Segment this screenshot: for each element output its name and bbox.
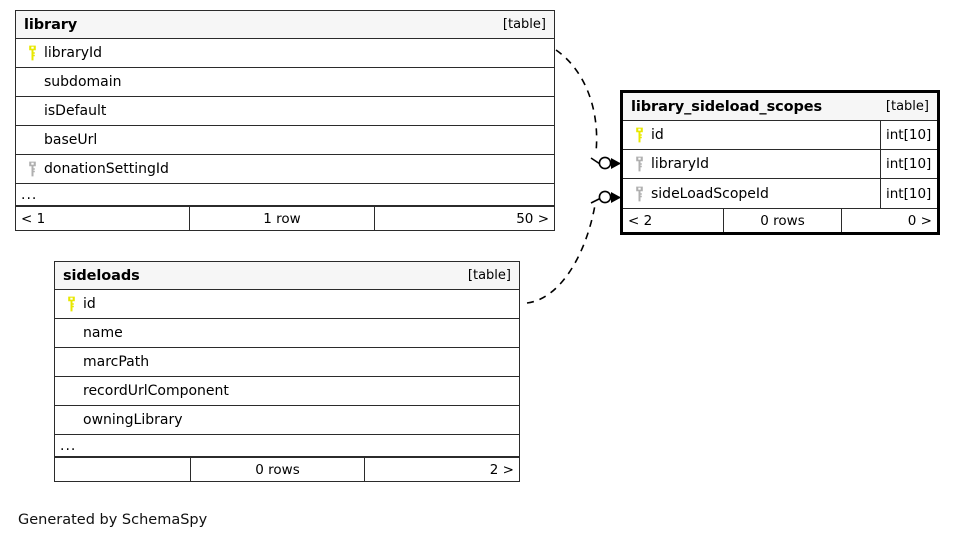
column-name-cell: name: [55, 319, 519, 347]
generated-by-caption: Generated by SchemaSpy: [18, 512, 208, 528]
footer-children-count[interactable]: 2 >: [364, 458, 519, 481]
footer-parents-count[interactable]: < 1: [21, 210, 46, 227]
table-row[interactable]: libraryId: [16, 39, 554, 68]
column-name: subdomain: [44, 74, 122, 90]
table-row[interactable]: id: [55, 290, 519, 319]
column-type: int[10]: [880, 179, 937, 208]
foreign-key-icon: [630, 185, 649, 203]
table-row[interactable]: donationSettingId: [16, 155, 554, 184]
column-name: id: [651, 127, 664, 143]
no-key-icon: [62, 411, 81, 429]
column-name-cell: id: [623, 121, 880, 149]
table-row[interactable]: name: [55, 319, 519, 348]
table-header-library_sideload_scopes: library_sideload_scopes [table]: [623, 93, 937, 121]
column-name: libraryId: [44, 45, 103, 61]
edge-path: [555, 49, 598, 153]
no-key-icon: [23, 131, 42, 149]
no-key-icon: [23, 102, 42, 120]
column-name-cell: sideLoadScopeId: [623, 179, 880, 208]
table-header-sideloads: sideloads [table]: [55, 262, 519, 290]
column-list: id name marcPath recordUrlComponent: [55, 290, 519, 457]
footer-row-count: 0 rows: [723, 209, 841, 232]
zero-or-one-circle-icon: [598, 156, 612, 170]
no-key-icon: [62, 353, 81, 371]
footer-children-count[interactable]: 0 >: [841, 209, 937, 232]
relationship-library-to-library_sideload_scopes: [555, 49, 624, 170]
edge-stub: [590, 197, 601, 204]
column-name-cell: libraryId: [623, 150, 880, 178]
table-row[interactable]: owningLibrary: [55, 406, 519, 435]
table-footer-sideloads: 0 rows 2 >: [55, 457, 519, 481]
column-type: int[10]: [880, 121, 937, 149]
column-name: sideLoadScopeId: [651, 185, 769, 202]
primary-key-icon: [62, 295, 81, 313]
footer-row-count: 0 rows: [190, 458, 364, 481]
column-name-cell: baseUrl: [16, 126, 554, 154]
primary-key-icon: [23, 44, 42, 62]
column-name-cell: subdomain: [16, 68, 554, 96]
foreign-key-icon: [23, 160, 42, 178]
zero-or-one-circle-icon: [598, 190, 612, 204]
table-node-library_sideload_scopes[interactable]: library_sideload_scopes [table] id int[1…: [620, 90, 940, 235]
edge-stub: [590, 157, 601, 165]
table-title: sideloads: [63, 267, 140, 284]
table-row[interactable]: marcPath: [55, 348, 519, 377]
column-name-cell: libraryId: [16, 39, 554, 67]
footer-row-count: 1 row: [189, 207, 374, 230]
no-key-icon: [62, 324, 81, 342]
column-name-cell: id: [55, 290, 519, 318]
column-name: owningLibrary: [83, 412, 183, 428]
column-name-cell: isDefault: [16, 97, 554, 125]
column-name: isDefault: [44, 103, 107, 119]
column-name: name: [83, 325, 123, 341]
column-list: id int[10] libraryId int[10]: [623, 121, 937, 208]
table-row[interactable]: isDefault: [16, 97, 554, 126]
column-name: recordUrlComponent: [83, 383, 229, 399]
table-title: library: [24, 16, 78, 33]
column-name-cell: marcPath: [55, 348, 519, 376]
table-kind-label: [table]: [467, 268, 511, 283]
column-name: libraryId: [651, 156, 710, 172]
foreign-key-icon: [630, 155, 649, 173]
column-name: marcPath: [83, 354, 150, 370]
table-kind-label: [table]: [885, 99, 929, 114]
table-kind-label: [table]: [502, 17, 546, 32]
table-row[interactable]: baseUrl: [16, 126, 554, 155]
table-title: library_sideload_scopes: [631, 98, 823, 115]
column-name: id: [83, 296, 96, 312]
primary-key-icon: [630, 126, 649, 144]
no-key-icon: [62, 382, 81, 400]
footer-parents-count[interactable]: < 2: [628, 212, 653, 229]
column-list: libraryId subdomain isDefault baseUrl: [16, 39, 554, 206]
more-columns-indicator: ...: [16, 184, 554, 206]
column-name: donationSettingId: [44, 161, 169, 177]
column-type: int[10]: [880, 150, 937, 178]
footer-parents-count[interactable]: [55, 458, 190, 481]
column-name: baseUrl: [44, 132, 98, 148]
table-row[interactable]: id int[10]: [623, 121, 937, 150]
column-name-cell: donationSettingId: [16, 155, 554, 183]
more-columns-indicator: ...: [55, 435, 519, 457]
table-footer-library: < 1 1 row 50 >: [16, 206, 554, 230]
table-node-library[interactable]: library [table] libraryId: [15, 10, 555, 231]
table-row[interactable]: sideLoadScopeId int[10]: [623, 179, 937, 208]
column-name-cell: owningLibrary: [55, 406, 519, 434]
table-node-sideloads[interactable]: sideloads [table] id nam: [54, 261, 520, 482]
table-footer-library_sideload_scopes: < 2 0 rows 0 >: [623, 208, 937, 232]
table-row[interactable]: subdomain: [16, 68, 554, 97]
column-name-cell: recordUrlComponent: [55, 377, 519, 405]
footer-children-count[interactable]: 50 >: [374, 207, 554, 230]
table-row[interactable]: recordUrlComponent: [55, 377, 519, 406]
table-row[interactable]: libraryId int[10]: [623, 150, 937, 179]
no-key-icon: [23, 73, 42, 91]
table-header-library: library [table]: [16, 11, 554, 39]
